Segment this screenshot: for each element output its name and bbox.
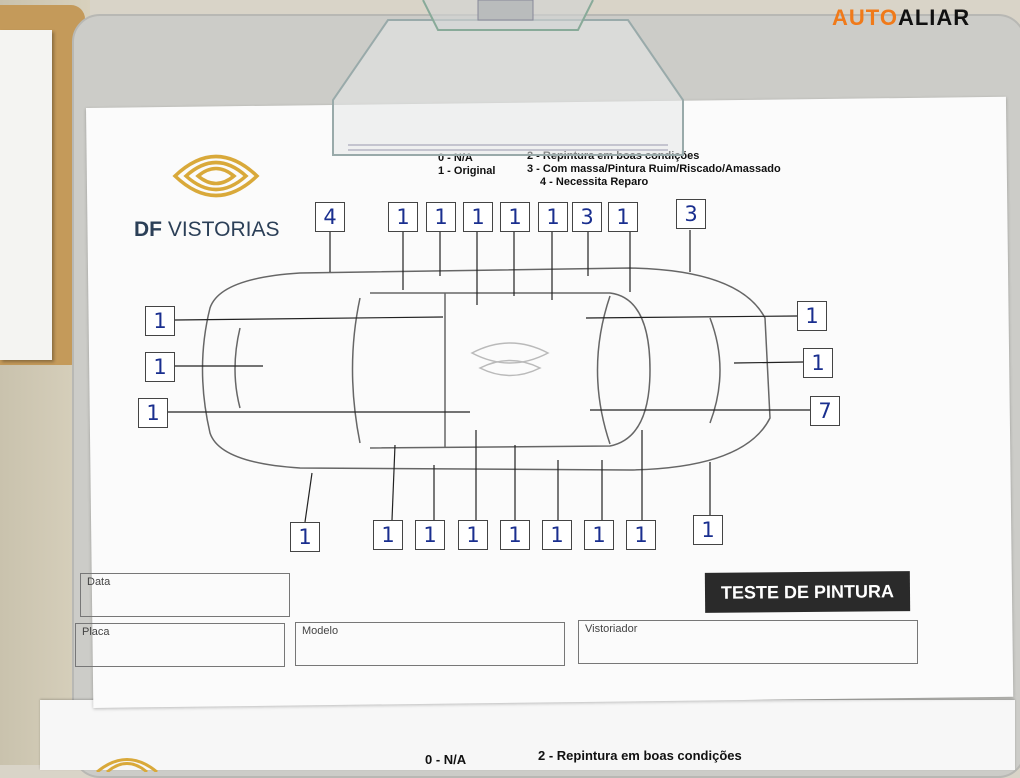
mark-box-left-1[interactable]: 1 (145, 306, 175, 336)
autoavaliar-brand: AUTOALIAR (832, 5, 971, 30)
legend-item-3: 3 - Com massa/Pintura Ruim/Riscado/Amass… (527, 163, 781, 175)
mark-box-right-3[interactable]: 7 (810, 396, 840, 426)
mark-box-top-3[interactable]: 1 (426, 202, 456, 232)
car-diagram-top-view (201, 267, 771, 471)
model-field[interactable]: Modelo (295, 622, 565, 666)
paper-stack-left (0, 30, 52, 360)
mark-box-top-6[interactable]: 1 (538, 202, 568, 232)
mark-box-top-1[interactable]: 4 (315, 202, 345, 232)
mark-box-bottom-6[interactable]: 1 (542, 520, 572, 550)
second-sheet-legend-2: 2 - Repintura em boas condições (538, 748, 742, 763)
mark-box-bottom-8[interactable]: 1 (626, 520, 656, 550)
legend-item-4: 4 - Necessita Reparo (540, 176, 649, 188)
second-sheet-legend-0: 0 - N/A (425, 752, 467, 767)
mark-box-bottom-3[interactable]: 1 (415, 520, 445, 550)
mark-box-right-2[interactable]: 1 (803, 348, 833, 378)
mark-box-bottom-5[interactable]: 1 (500, 520, 530, 550)
mark-box-right-1[interactable]: 1 (797, 301, 827, 331)
inspector-field[interactable]: Vistoriador (578, 620, 918, 664)
legend-item-1: 1 - Original (438, 165, 496, 177)
mark-box-top-8[interactable]: 1 (608, 202, 638, 232)
mark-box-top-4[interactable]: 1 (463, 202, 493, 232)
mark-box-bottom-4[interactable]: 1 (458, 520, 488, 550)
df-vistorias-logo-icon (172, 154, 260, 198)
mark-box-top-2[interactable]: 1 (388, 202, 418, 232)
mark-box-left-3[interactable]: 1 (138, 398, 168, 428)
clipboard-clip (332, 0, 684, 156)
plate-field[interactable]: Placa (75, 623, 285, 667)
mark-box-top-9[interactable]: 3 (676, 199, 706, 229)
mark-box-bottom-9[interactable]: 1 (693, 515, 723, 545)
mark-box-left-2[interactable]: 1 (145, 352, 175, 382)
logo-wordmark: DF VISTORIAS (134, 218, 280, 241)
second-sheet (40, 700, 1015, 770)
mark-box-bottom-1[interactable]: 1 (290, 522, 320, 552)
mark-box-bottom-2[interactable]: 1 (373, 520, 403, 550)
paint-test-title: TESTE DE PINTURA (704, 571, 911, 613)
mark-box-top-5[interactable]: 1 (500, 202, 530, 232)
date-field[interactable]: Data (80, 573, 290, 617)
mark-box-bottom-7[interactable]: 1 (584, 520, 614, 550)
df-vistorias-logo-icon-second (96, 758, 158, 772)
mark-box-top-7[interactable]: 3 (572, 202, 602, 232)
